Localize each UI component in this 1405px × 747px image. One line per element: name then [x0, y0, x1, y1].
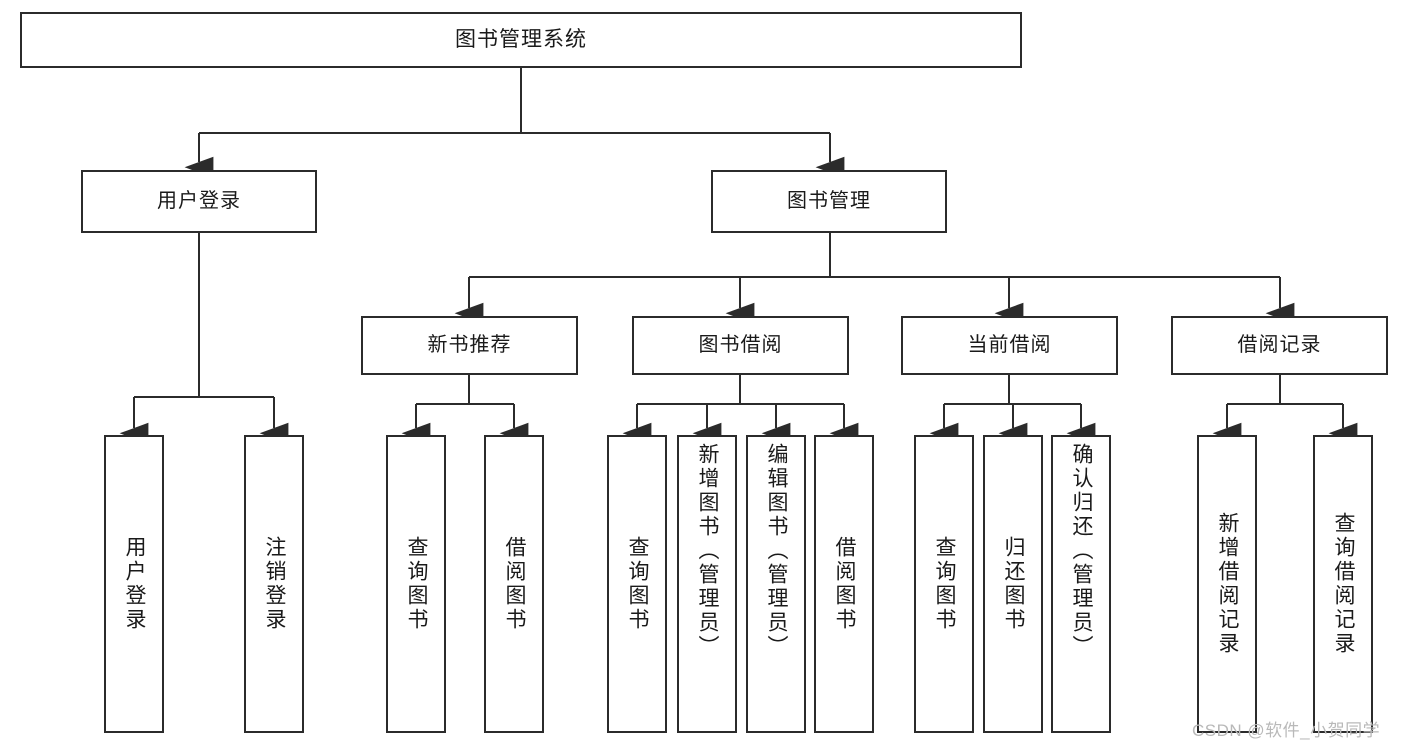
node-leaf-add-record[interactable]: 新增借阅记录	[1197, 435, 1257, 733]
node-leaf-edit-book-label: 编辑图书（管理员）	[765, 443, 789, 659]
node-current-borrow[interactable]: 当前借阅	[901, 316, 1118, 375]
node-new-book-rec[interactable]: 新书推荐	[361, 316, 578, 375]
node-leaf-add-book[interactable]: 新增图书（管理员）	[677, 435, 737, 733]
node-leaf-logout[interactable]: 注销登录	[244, 435, 304, 733]
node-book-manage[interactable]: 图书管理	[711, 170, 947, 233]
node-leaf-return-book[interactable]: 归还图书	[983, 435, 1043, 733]
node-leaf-query-record-label: 查询借阅记录	[1332, 512, 1356, 656]
node-user-login[interactable]: 用户登录	[81, 170, 317, 233]
node-leaf-user-login[interactable]: 用户登录	[104, 435, 164, 733]
node-root-label: 图书管理系统	[455, 27, 587, 51]
node-borrow-record[interactable]: 借阅记录	[1171, 316, 1388, 375]
node-leaf-query-book-1-label: 查询图书	[405, 536, 429, 632]
node-leaf-query-record[interactable]: 查询借阅记录	[1313, 435, 1373, 733]
node-borrow-record-label: 借阅记录	[1237, 334, 1322, 356]
node-leaf-query-book-3-label: 查询图书	[933, 536, 957, 632]
node-leaf-borrow-book-2[interactable]: 借阅图书	[814, 435, 874, 733]
node-leaf-query-book-2-label: 查询图书	[626, 536, 650, 632]
node-current-borrow-label: 当前借阅	[967, 334, 1052, 356]
node-leaf-edit-book[interactable]: 编辑图书（管理员）	[746, 435, 806, 733]
node-book-borrow[interactable]: 图书借阅	[632, 316, 849, 375]
node-leaf-add-book-label: 新增图书（管理员）	[696, 443, 720, 659]
node-leaf-confirm-return-label: 确认归还（管理员）	[1070, 443, 1094, 659]
node-leaf-query-book-3[interactable]: 查询图书	[914, 435, 974, 733]
node-leaf-query-book-2[interactable]: 查询图书	[607, 435, 667, 733]
node-root[interactable]: 图书管理系统	[20, 12, 1022, 68]
node-user-login-label: 用户登录	[157, 190, 241, 212]
node-leaf-borrow-book-1[interactable]: 借阅图书	[484, 435, 544, 733]
node-new-book-rec-label: 新书推荐	[427, 334, 512, 356]
node-leaf-logout-label: 注销登录	[263, 536, 287, 632]
node-leaf-confirm-return[interactable]: 确认归还（管理员）	[1051, 435, 1111, 733]
node-leaf-borrow-book-2-label: 借阅图书	[833, 536, 857, 632]
node-leaf-user-login-label: 用户登录	[123, 536, 147, 632]
node-book-manage-label: 图书管理	[787, 190, 871, 212]
watermark: CSDN @软件_小贺同学	[1192, 721, 1381, 740]
node-leaf-query-book-1[interactable]: 查询图书	[386, 435, 446, 733]
node-book-borrow-label: 图书借阅	[698, 334, 783, 356]
node-leaf-borrow-book-1-label: 借阅图书	[503, 536, 527, 632]
node-leaf-add-record-label: 新增借阅记录	[1216, 512, 1240, 656]
node-leaf-return-book-label: 归还图书	[1002, 536, 1026, 632]
